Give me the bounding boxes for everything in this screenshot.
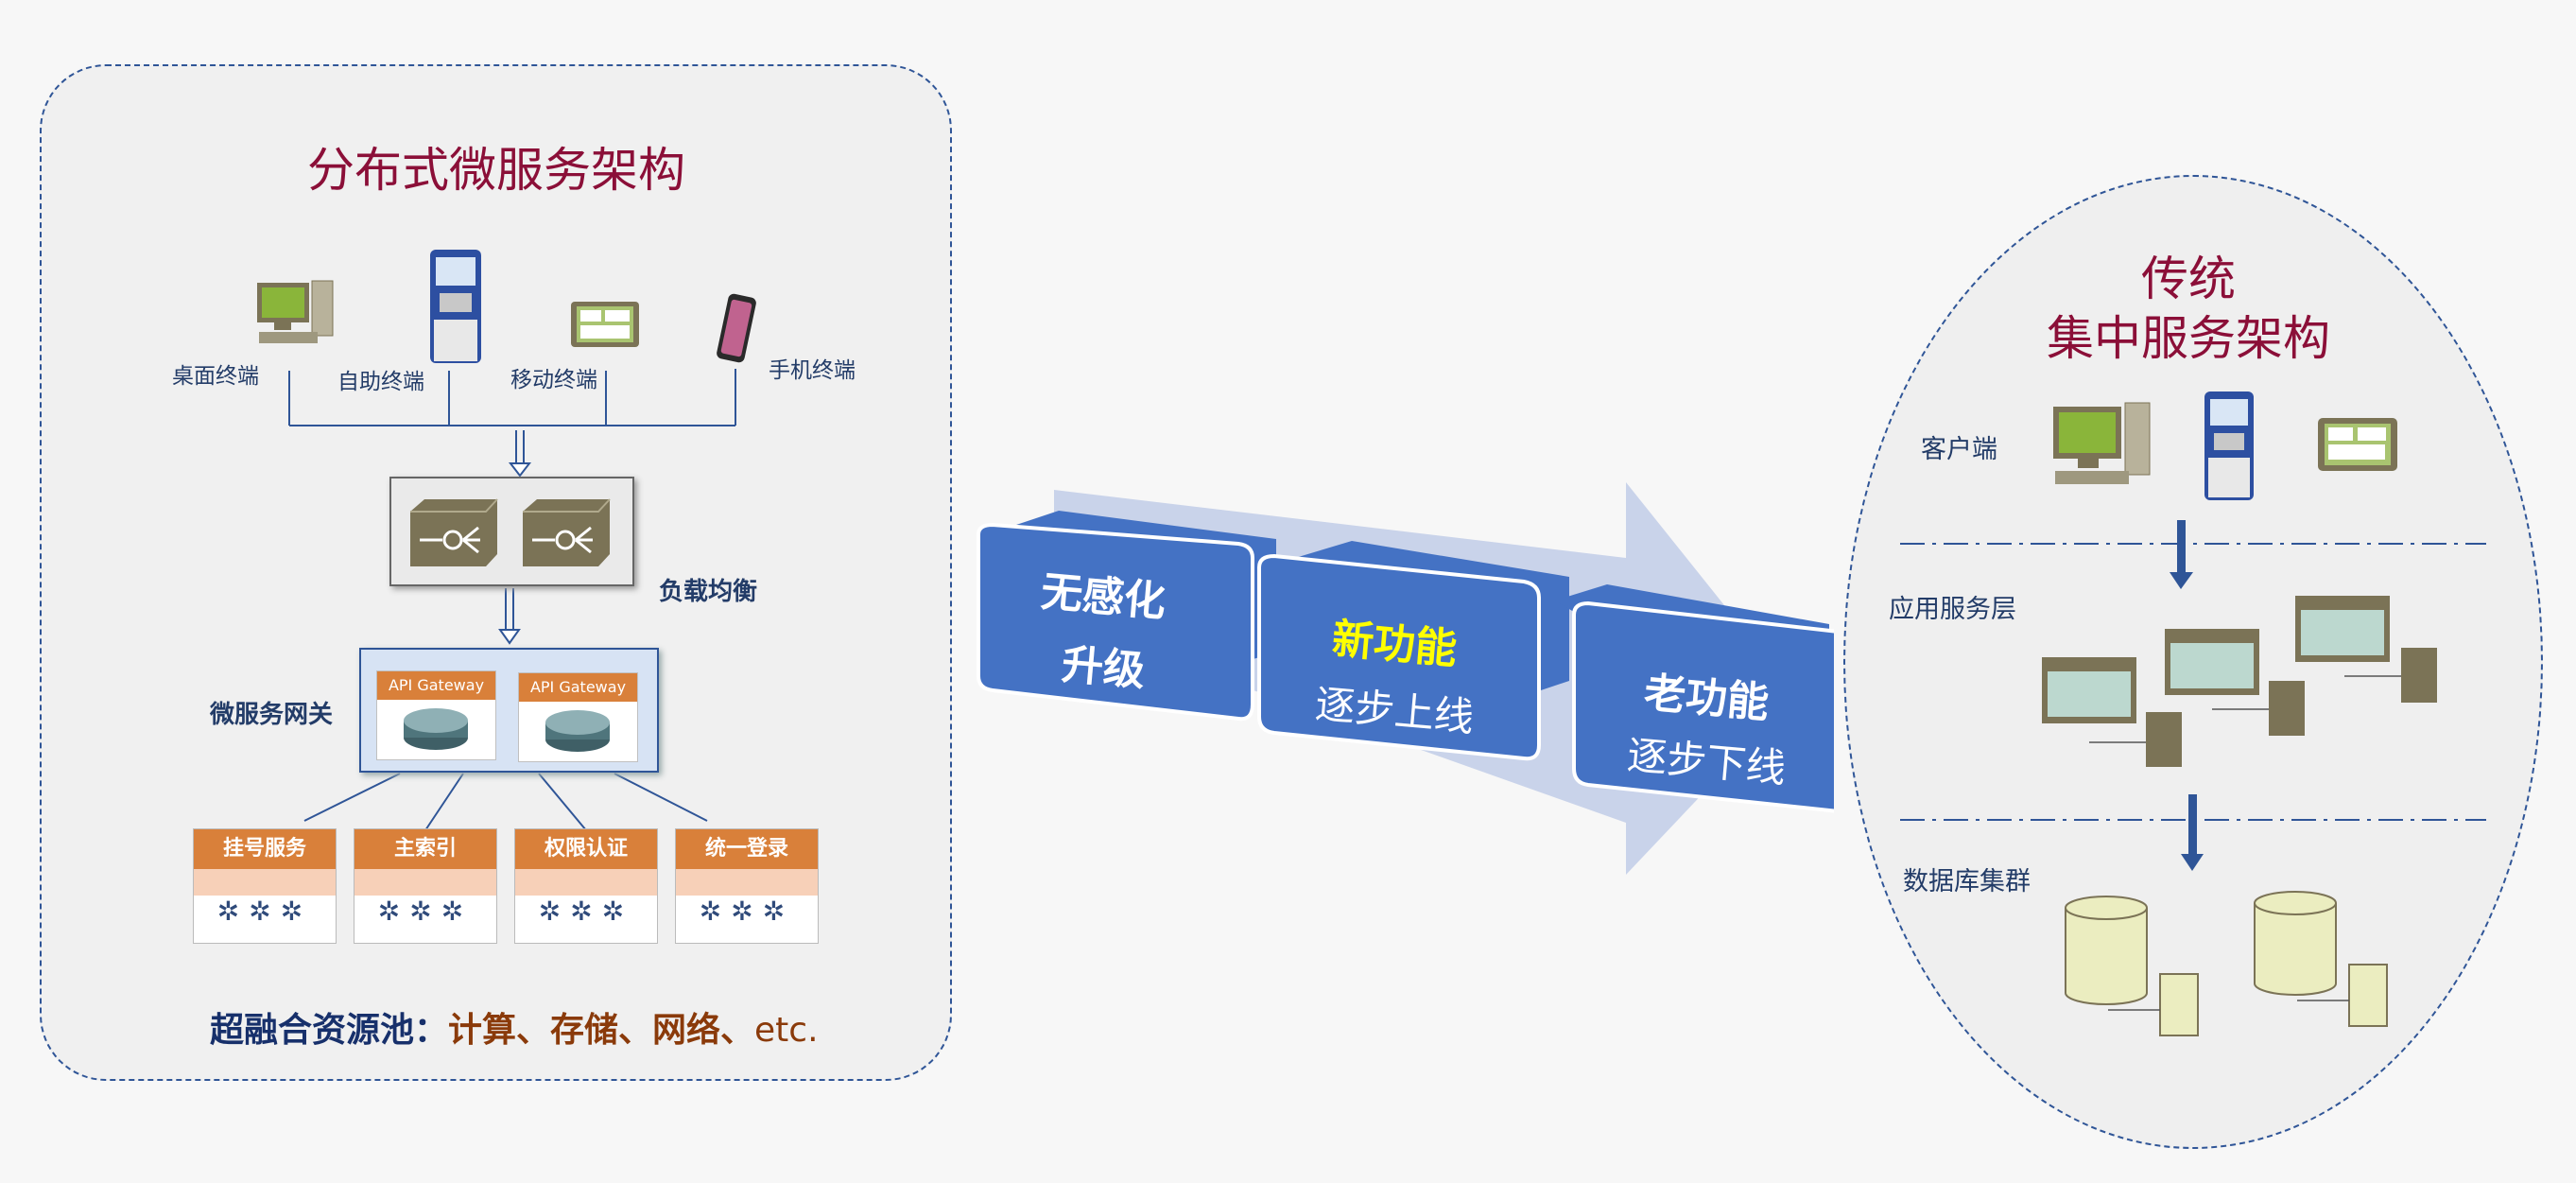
app-layer-label: 应用服务层 bbox=[1889, 595, 2016, 624]
api-gateway-label: API Gateway bbox=[377, 671, 495, 700]
client-desktop-icon bbox=[2053, 402, 2151, 484]
gear-icons: ✲✲✲ bbox=[538, 896, 634, 927]
centralized-title-line1: 传统 bbox=[2141, 252, 2236, 306]
load-balancer-label: 负载均衡 bbox=[659, 578, 758, 606]
service-router-strip bbox=[676, 869, 818, 896]
service-router-strip bbox=[515, 869, 657, 896]
service-box-registration: 挂号服务 ✲✲✲ bbox=[193, 828, 337, 944]
gear-icons: ✲✲✲ bbox=[377, 896, 474, 927]
gateway-label: 微服务网关 bbox=[210, 701, 334, 729]
terminal-label-mobile: 移动终端 bbox=[510, 368, 597, 392]
gear-icons: ✲✲✲ bbox=[699, 896, 795, 927]
service-title: 权限认证 bbox=[515, 829, 657, 869]
api-gateway-box-1: API Gateway bbox=[376, 670, 496, 760]
service-title: 挂号服务 bbox=[194, 829, 336, 869]
client-kiosk-icon bbox=[2204, 391, 2254, 500]
terminal-label-phone: 手机终端 bbox=[769, 358, 856, 383]
application-servers-icon bbox=[2042, 596, 2437, 767]
resource-pool-items: 计算、存储、网络、 bbox=[448, 1011, 755, 1050]
centralized-title-line2: 集中服务架构 bbox=[2047, 311, 2330, 366]
terminal-label-kiosk: 自助终端 bbox=[337, 370, 424, 394]
client-layer-label: 客户端 bbox=[1921, 435, 1997, 464]
router-icon bbox=[404, 708, 468, 750]
api-gateway-box-2: API Gateway bbox=[518, 672, 638, 762]
service-title: 统一登录 bbox=[676, 829, 818, 869]
load-balancer-device-icon bbox=[410, 498, 498, 566]
service-box-sso: 统一登录 ✲✲✲ bbox=[675, 828, 819, 944]
gear-icons: ✲✲✲ bbox=[216, 896, 313, 927]
mobile-phone-icon bbox=[717, 293, 756, 363]
database-cluster-icon bbox=[2065, 891, 2388, 1036]
terminal-connector-lines bbox=[288, 369, 736, 831]
load-balancer-device-icon bbox=[523, 498, 611, 566]
resource-pool-prefix: 超融合资源池： bbox=[210, 1011, 449, 1050]
self-service-kiosk-icon bbox=[430, 250, 481, 363]
resource-pool-caption: 超融合资源池：计算、存储、网络、etc. bbox=[210, 1002, 819, 1052]
desktop-terminal-icon bbox=[257, 280, 334, 343]
mobile-terminal-icon bbox=[571, 302, 639, 347]
service-box-auth: 权限认证 ✲✲✲ bbox=[514, 828, 658, 944]
router-icon bbox=[545, 710, 610, 752]
distributed-architecture-title: 分布式微服务架构 bbox=[307, 143, 685, 198]
service-router-strip bbox=[354, 869, 496, 896]
resource-pool-etc: etc. bbox=[754, 1011, 819, 1050]
terminal-label-desktop: 桌面终端 bbox=[172, 364, 259, 389]
client-mobile-icon bbox=[2318, 418, 2397, 471]
db-layer-label: 数据库集群 bbox=[1903, 867, 2031, 896]
service-box-master-index: 主索引 ✲✲✲ bbox=[354, 828, 497, 944]
api-gateway-label: API Gateway bbox=[519, 673, 637, 702]
service-title: 主索引 bbox=[354, 829, 496, 869]
migration-arrow bbox=[977, 482, 1834, 875]
service-router-strip bbox=[194, 869, 336, 896]
layer-dividers-and-arrows bbox=[1900, 520, 2486, 871]
